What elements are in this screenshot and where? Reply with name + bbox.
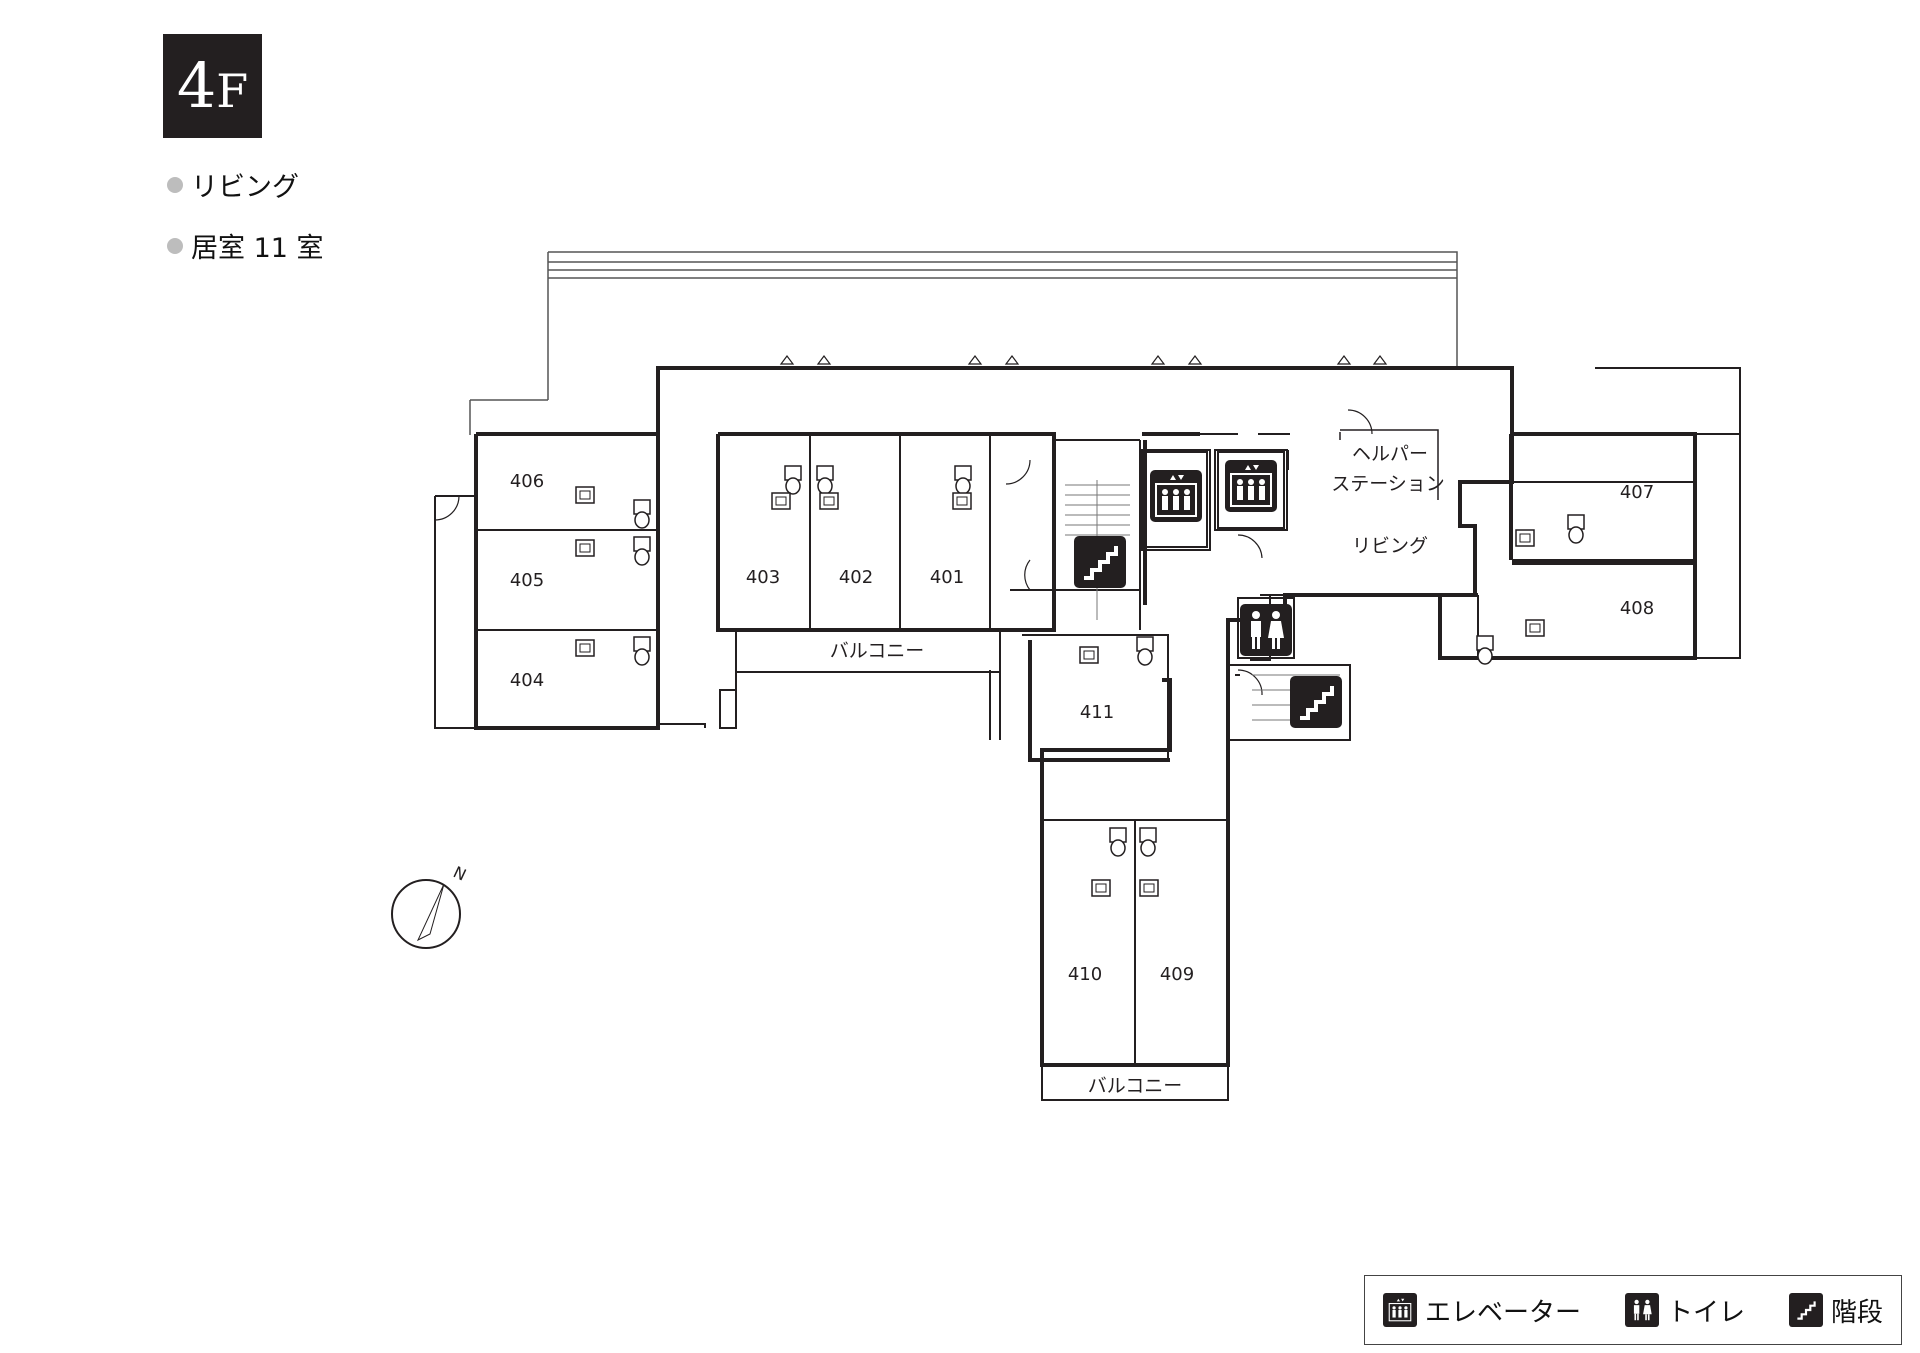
room-411-label: 411 (1080, 702, 1114, 723)
legend-stairs-label: 階段 (1831, 1297, 1884, 1328)
living-label: リビング (1352, 535, 1428, 557)
toilet-icon (1240, 604, 1292, 656)
legend-elevator: エレベーター (1383, 1292, 1581, 1329)
balcony-label: バルコニー (830, 640, 925, 662)
legend-toilet: トイレ (1625, 1292, 1745, 1329)
room-409-label: 409 (1160, 964, 1194, 985)
elevator-shafts (1144, 451, 1285, 548)
doors (434, 409, 1373, 696)
elevator-icon (1383, 1293, 1417, 1327)
room-406-label: 406 (510, 471, 544, 492)
room-404-label: 404 (510, 670, 544, 691)
summary-living: リビング (167, 165, 299, 204)
floor-number: 4 (176, 49, 217, 122)
floor-suffix: F (216, 64, 249, 118)
room-408-label: 408 (1620, 598, 1654, 619)
bullet-dot (167, 237, 183, 254)
stairs-icon (1789, 1293, 1824, 1327)
public-toilet-room (1237, 597, 1295, 659)
room-407-label: 407 (1620, 482, 1654, 503)
balcony-label: バルコニー (1088, 1075, 1183, 1097)
elevator-icon (1149, 469, 1203, 523)
bullet-dot (167, 176, 183, 193)
summary-rooms: 居室 11 室 (167, 226, 324, 265)
room-402-label: 402 (839, 567, 873, 588)
room-403-label: 403 (746, 567, 780, 588)
stairs-icon (1288, 674, 1344, 730)
compass: N (391, 862, 469, 949)
legend-elevator-label: エレベーター (1425, 1297, 1582, 1328)
helper-station-counter (1339, 429, 1439, 500)
legend: エレベーター トイレ 階段 (1364, 1275, 1902, 1345)
bathroom-fixtures (575, 465, 1585, 897)
helper-station-label-line2: ステーション (1331, 473, 1445, 495)
stairs-icon (1072, 534, 1128, 590)
helper-station-label-line1: ヘルパー (1352, 443, 1428, 465)
legend-stairs: 階段 (1789, 1292, 1883, 1329)
summary-living-text: リビング (191, 172, 299, 203)
room-401-label: 401 (930, 567, 964, 588)
compass-north-label: N (450, 862, 469, 884)
toilet-icon (1625, 1293, 1660, 1327)
elevator-icon (1224, 459, 1278, 513)
legend-toilet-label: トイレ (1667, 1297, 1746, 1328)
roof-lines (469, 251, 1458, 435)
room-405-label: 405 (510, 570, 544, 591)
partitions (434, 367, 1741, 1101)
room-410-label: 410 (1068, 964, 1102, 985)
summary-rooms-text: 居室 11 室 (191, 233, 324, 264)
vent-markers (780, 355, 1387, 365)
